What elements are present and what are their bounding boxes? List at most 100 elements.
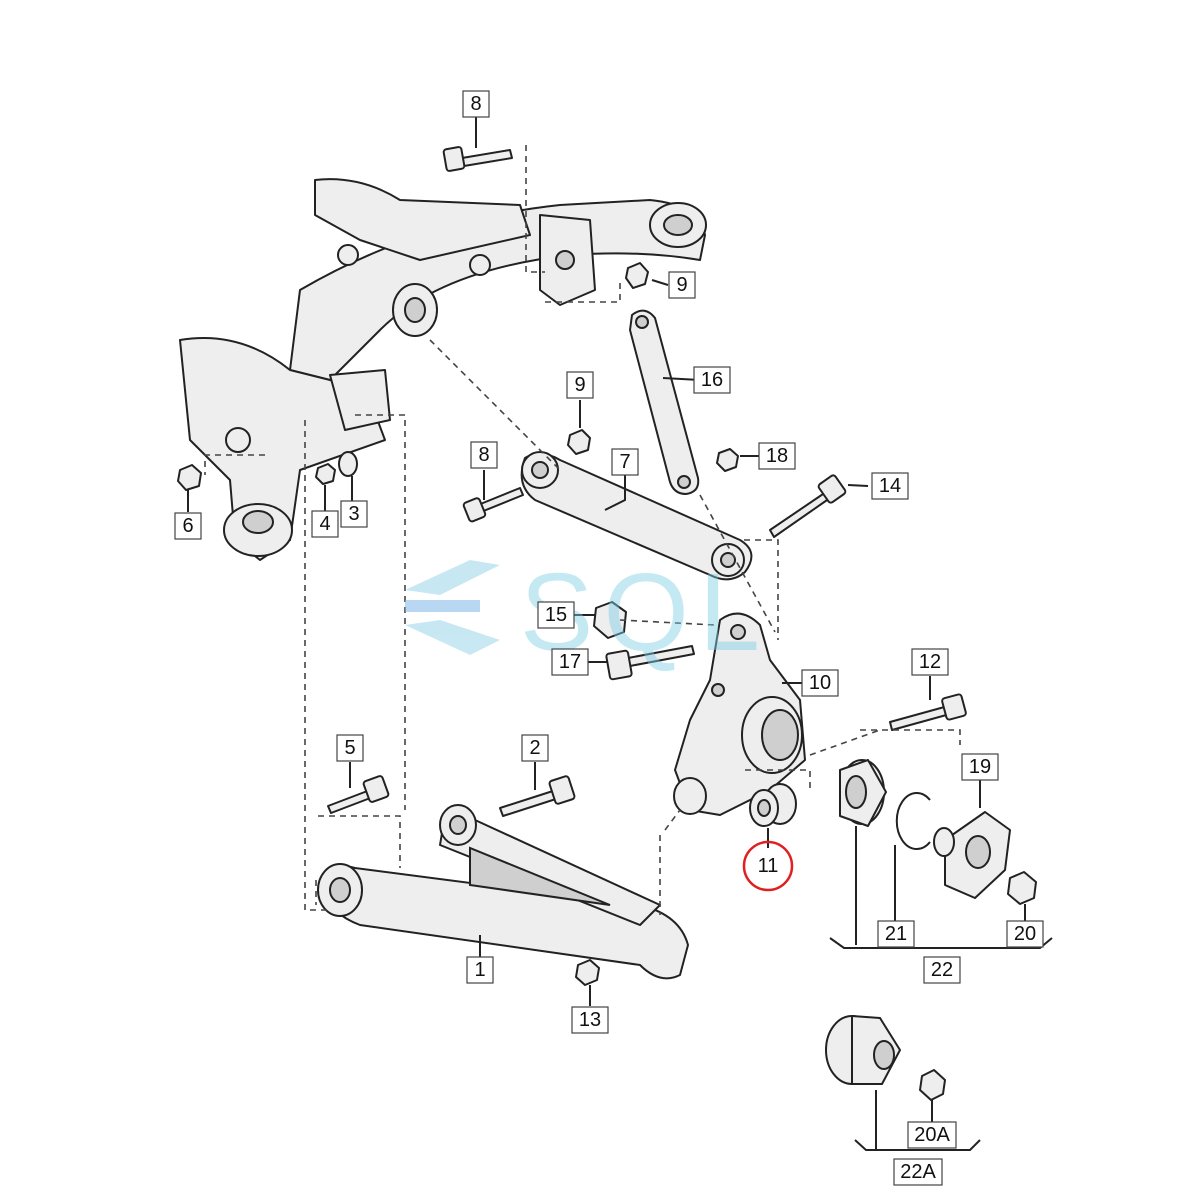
nut-9-top	[625, 262, 649, 289]
callout-number: 1	[474, 959, 485, 981]
callout-box	[336, 734, 364, 762]
callout-5: 5	[336, 734, 364, 762]
callout-22A: 22A	[893, 1158, 943, 1186]
callout-4: 4	[311, 510, 339, 538]
callout-box	[551, 648, 589, 676]
wheel-carrier-10	[673, 612, 806, 816]
bolt-8-top	[442, 146, 513, 172]
circlip-21	[895, 792, 931, 850]
callout-18: 18	[758, 442, 796, 470]
callout-box	[877, 920, 915, 948]
wheel-hub-19	[933, 811, 1011, 899]
callout-number: 20A	[914, 1124, 950, 1146]
callout-15: 15	[537, 601, 575, 629]
assembly-dashed-lines	[204, 145, 961, 915]
callout-number: 22A	[900, 1161, 936, 1183]
callout-number: 18	[766, 445, 788, 467]
rear-subframe	[179, 178, 707, 561]
callout-17: 17	[551, 648, 589, 676]
bolt-5	[327, 775, 390, 814]
callout-box	[871, 472, 909, 500]
callout-box	[466, 956, 494, 984]
callout-19: 19	[961, 753, 999, 781]
callout-box	[911, 648, 949, 676]
callout-number: 9	[676, 274, 687, 296]
callout-box	[1006, 920, 1044, 948]
callout-number: 4	[319, 513, 330, 535]
nut-4	[315, 463, 336, 485]
callout-13: 13	[571, 1006, 609, 1034]
bolt-14	[769, 474, 847, 538]
callout-number: 17	[559, 651, 581, 673]
callout-number: 8	[478, 444, 489, 466]
bolt-8-mid	[462, 487, 524, 523]
callout-box	[174, 512, 202, 540]
upper-control-arm-7	[520, 451, 753, 581]
callout-3: 3	[340, 500, 368, 528]
nut-15	[593, 601, 627, 639]
callout-number: 16	[701, 369, 723, 391]
callout-box	[801, 669, 839, 697]
callout-16: 16	[693, 366, 731, 394]
callout-number: 9	[574, 374, 585, 396]
callout-number: 5	[344, 737, 355, 759]
bolt-2	[499, 775, 576, 817]
callout-box	[566, 371, 594, 399]
wheel-bearing	[839, 759, 887, 827]
callout-box	[907, 1121, 957, 1149]
callout-11: 11	[758, 855, 779, 877]
callout-number: 14	[879, 475, 901, 497]
nut-18	[716, 448, 739, 472]
callout-20A: 20A	[907, 1121, 957, 1149]
callout-14: 14	[871, 472, 909, 500]
callout-number: 15	[545, 604, 567, 626]
callout-box	[311, 510, 339, 538]
callout-number: 20	[1014, 923, 1036, 945]
lower-wishbone-1	[317, 804, 689, 980]
callout-box	[923, 956, 961, 984]
callout-number: 6	[182, 515, 193, 537]
callout-number: 7	[619, 451, 630, 473]
highlight-circle	[742, 840, 794, 892]
nut-9-mid	[567, 429, 591, 455]
callout-22: 22	[923, 956, 961, 984]
callout-2: 2	[521, 734, 549, 762]
callout-21: 21	[877, 920, 915, 948]
callout-box	[693, 366, 731, 394]
callout-box	[537, 601, 575, 629]
callout-6: 6	[174, 512, 202, 540]
callout-number: 2	[529, 737, 540, 759]
callout-number: 11	[758, 855, 779, 877]
callout-box	[758, 442, 796, 470]
callout-box	[893, 1158, 943, 1186]
callout-number: 3	[348, 503, 359, 525]
callout-box	[521, 734, 549, 762]
callout-box	[462, 90, 490, 118]
nut-13	[575, 959, 600, 986]
callout-9b: 9	[566, 371, 594, 399]
callout-7: 7	[611, 448, 639, 476]
bushing-11	[749, 783, 797, 827]
nut-6	[177, 464, 202, 491]
callout-8a: 8	[462, 90, 490, 118]
callout-10: 10	[801, 669, 839, 697]
callout-box	[611, 448, 639, 476]
callout-box	[668, 271, 696, 299]
callout-number: 10	[809, 672, 831, 694]
hub-assembly-22A	[825, 1015, 901, 1085]
leader-lines	[187, 117, 1053, 1151]
callout-box	[340, 500, 368, 528]
trailing-link-16	[629, 309, 700, 495]
callout-20: 20	[1006, 920, 1044, 948]
callout-1: 1	[466, 956, 494, 984]
callout-8b: 8	[470, 441, 498, 469]
callout-box	[961, 753, 999, 781]
callout-box	[470, 441, 498, 469]
callout-number: 13	[579, 1009, 601, 1031]
callout-number: 12	[919, 651, 941, 673]
callout-number: 8	[470, 93, 481, 115]
callout-number: 21	[885, 923, 907, 945]
